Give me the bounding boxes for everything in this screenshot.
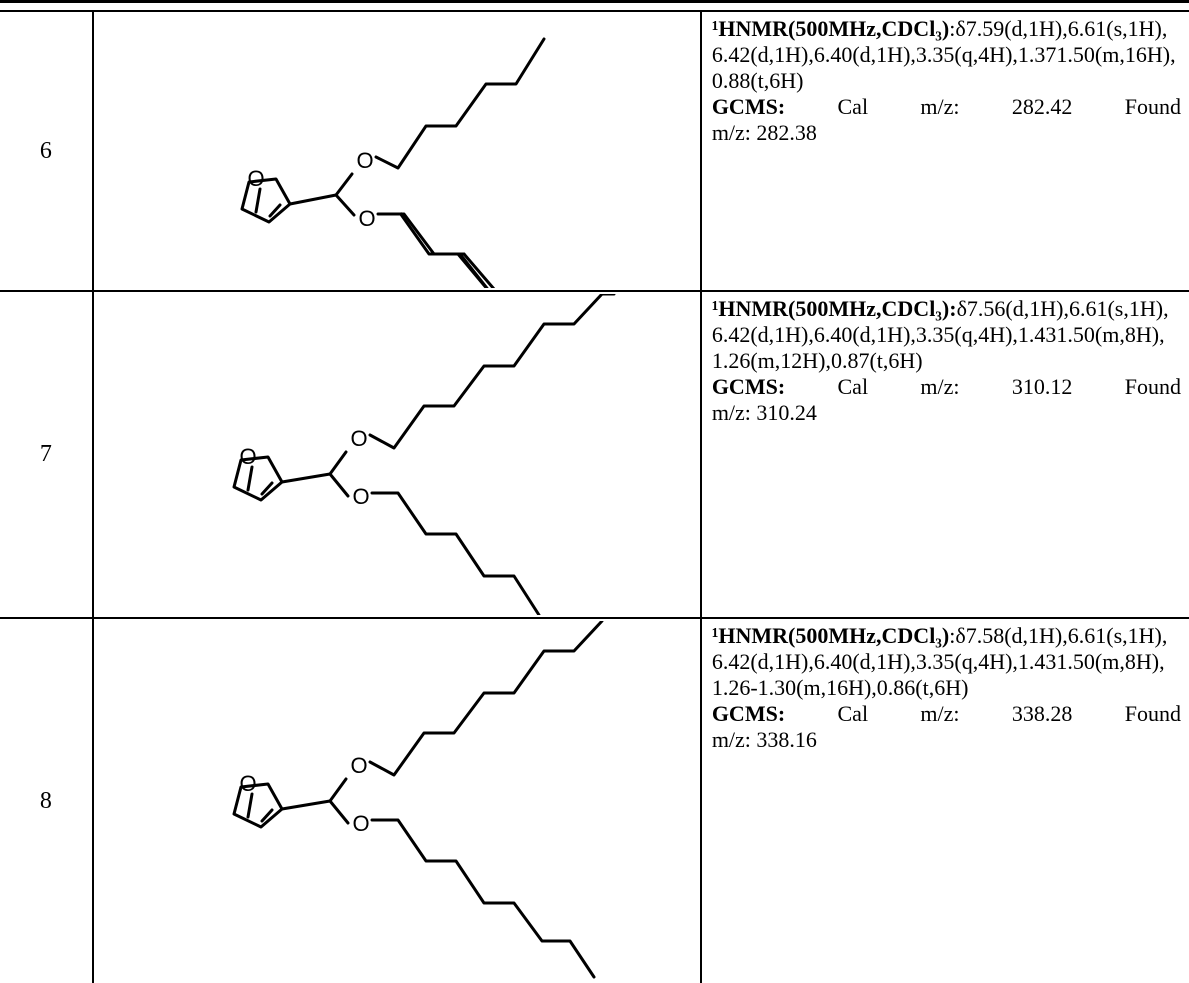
table-row: 7 O O O ¹HNMR(500MHz,CDCl₃):δ7.56(d bbox=[0, 290, 1189, 619]
compound-number: 7 bbox=[0, 290, 94, 619]
gcms-label: GCMS: bbox=[711, 94, 786, 119]
atom-label: O bbox=[358, 206, 375, 231]
gcms-found: m/z: 310.24 bbox=[711, 400, 817, 425]
compound-number: 8 bbox=[0, 617, 94, 983]
spectral-data-cell: ¹HNMR(500MHz,CDCl₃):δ7.58(d,1H),6.61(s,1… bbox=[699, 617, 1189, 983]
atom-label: O bbox=[356, 148, 373, 173]
atom-label: O bbox=[247, 166, 264, 191]
nmr-label: ¹HNMR(500MHz,CDCl₃) bbox=[711, 623, 950, 648]
atom-label: O bbox=[350, 426, 367, 451]
structure-cell: O O O bbox=[91, 10, 702, 292]
gcms-data: GCMS: Cal m/z: 310.12 Found bbox=[712, 374, 1181, 400]
atom-label: O bbox=[239, 771, 256, 796]
nmr-values: :δ7.59(d,1H),6.61(s,1H),6.42(d,1H),6.40(… bbox=[711, 16, 1176, 93]
compound-number: 6 bbox=[0, 10, 94, 292]
gcms-label: GCMS: bbox=[711, 701, 786, 726]
table-row: 6 bbox=[0, 10, 1189, 292]
structure-cell: O O O bbox=[91, 290, 702, 619]
gcms-label: GCMS: bbox=[711, 374, 786, 399]
gcms-calc: Cal m/z: 338.28 Found bbox=[785, 701, 1182, 726]
gcms-calc: Cal m/z: 310.12 Found bbox=[785, 374, 1182, 399]
nmr-label: ¹HNMR(500MHz,CDCl₃): bbox=[711, 296, 957, 321]
chemical-structure: O O O bbox=[232, 294, 616, 615]
gcms-found: m/z: 338.16 bbox=[711, 727, 817, 752]
structure-cell: O O O bbox=[91, 617, 702, 983]
nmr-values: δ7.56(d,1H),6.61(s,1H),6.42(d,1H),6.40(d… bbox=[711, 296, 1169, 373]
spectral-data-cell: ¹HNMR(500MHz,CDCl₃):δ7.59(d,1H),6.61(s,1… bbox=[699, 10, 1189, 292]
chemical-structure: O O O bbox=[240, 37, 546, 288]
atom-label: O bbox=[350, 753, 367, 778]
atom-label: O bbox=[239, 444, 256, 469]
gcms-calc: Cal m/z: 282.42 Found bbox=[785, 94, 1182, 119]
table-row: 8 O O O ¹HNMR(500MHz,CDCl₃):δ7.58(d bbox=[0, 617, 1189, 983]
compound-table: 6 bbox=[0, 10, 1189, 983]
nmr-values: :δ7.58(d,1H),6.61(s,1H),6.42(d,1H),6.40(… bbox=[711, 623, 1168, 700]
nmr-label: ¹HNMR(500MHz,CDCl₃) bbox=[711, 16, 950, 41]
nmr-data: ¹HNMR(500MHz,CDCl₃):δ7.56(d,1H),6.61(s,1… bbox=[712, 296, 1181, 374]
gcms-data: GCMS: Cal m/z: 282.42 Found bbox=[712, 94, 1181, 120]
gcms-data: GCMS: Cal m/z: 338.28 Found bbox=[712, 701, 1181, 727]
gcms-found: m/z: 282.38 bbox=[711, 120, 817, 145]
chemical-structure: O O O bbox=[232, 621, 604, 979]
atom-label: O bbox=[352, 484, 369, 509]
nmr-data: ¹HNMR(500MHz,CDCl₃):δ7.58(d,1H),6.61(s,1… bbox=[712, 623, 1181, 701]
nmr-data: ¹HNMR(500MHz,CDCl₃):δ7.59(d,1H),6.61(s,1… bbox=[712, 16, 1181, 94]
top-rule bbox=[0, 0, 1189, 3]
atom-label: O bbox=[352, 811, 369, 836]
spectral-data-cell: ¹HNMR(500MHz,CDCl₃):δ7.56(d,1H),6.61(s,1… bbox=[699, 290, 1189, 619]
